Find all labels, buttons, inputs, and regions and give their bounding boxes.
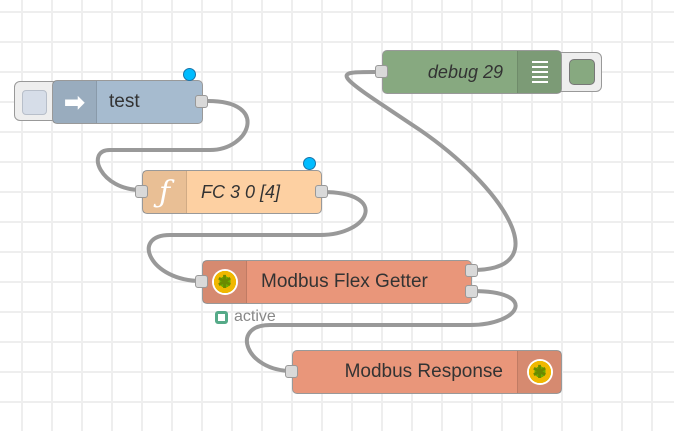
node-debug[interactable]: debug 29 bbox=[382, 50, 562, 94]
output-port-2[interactable] bbox=[465, 285, 478, 298]
wire-function-getter[interactable] bbox=[146, 190, 368, 283]
changed-indicator bbox=[183, 68, 196, 81]
modbus-icon: ✱ bbox=[203, 261, 247, 303]
status-ring-icon bbox=[215, 310, 228, 324]
list-icon bbox=[517, 51, 561, 93]
output-port-1[interactable] bbox=[465, 264, 478, 277]
function-icon: ƒ bbox=[143, 171, 187, 213]
status-text: active bbox=[234, 308, 276, 325]
node-status: active bbox=[215, 308, 276, 326]
wire-inject-function[interactable] bbox=[95, 99, 250, 192]
output-port[interactable] bbox=[315, 185, 328, 198]
node-inject[interactable]: ➡ test bbox=[52, 80, 203, 124]
input-port[interactable] bbox=[135, 185, 148, 198]
input-port[interactable] bbox=[375, 65, 388, 78]
node-label: test bbox=[109, 91, 140, 112]
output-port[interactable] bbox=[195, 95, 208, 108]
node-label: FC 3 0 [4] bbox=[201, 181, 281, 202]
modbus-icon: ✱ bbox=[517, 351, 561, 393]
wire-getter-debug[interactable] bbox=[344, 69, 518, 272]
node-modbus-response[interactable]: Modbus Response ✱ bbox=[292, 350, 562, 394]
input-port[interactable] bbox=[285, 365, 298, 378]
node-label: Modbus Response bbox=[344, 361, 503, 382]
wire-getter-response[interactable] bbox=[244, 289, 518, 373]
arrow-right-icon: ➡ bbox=[53, 81, 97, 123]
node-label: debug 29 bbox=[427, 61, 503, 82]
node-modbus-flex-getter[interactable]: ✱ Modbus Flex Getter bbox=[202, 260, 472, 304]
node-function[interactable]: ƒ FC 3 0 [4] bbox=[142, 170, 322, 214]
input-port[interactable] bbox=[195, 275, 208, 288]
changed-indicator bbox=[303, 157, 316, 170]
inject-trigger-inner bbox=[22, 90, 47, 115]
debug-toggle-button[interactable] bbox=[556, 52, 602, 92]
node-label: Modbus Flex Getter bbox=[261, 271, 428, 292]
debug-toggle-inner bbox=[569, 59, 595, 85]
